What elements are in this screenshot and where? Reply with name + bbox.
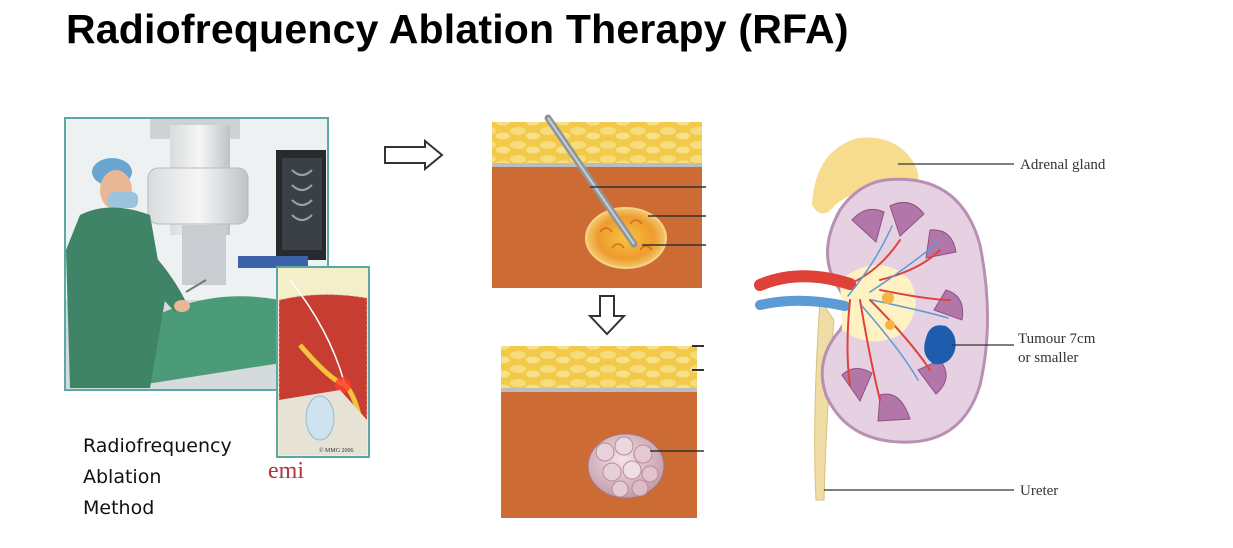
page-title: Radiofrequency Ablation Therapy (RFA) bbox=[66, 6, 849, 52]
down-arrow-icon bbox=[587, 295, 627, 336]
procedure-caption: Radiofrequency Ablation Method bbox=[83, 431, 232, 524]
surgeon-figure bbox=[66, 158, 190, 388]
adrenal-gland bbox=[812, 137, 919, 214]
copyright-stamp: © MMG 2006 bbox=[319, 447, 354, 454]
needle-inset-image: © MMG 2006 bbox=[276, 266, 370, 458]
caption-line: Radiofrequency bbox=[83, 435, 232, 457]
label-adrenal-gland: Adrenal gland bbox=[1020, 157, 1106, 173]
kidney-diagram: Adrenal gland Tumour 7cm or smaller Uret… bbox=[754, 137, 1106, 501]
tissue-panel-ablation bbox=[492, 114, 706, 288]
right-arrow-icon bbox=[384, 138, 444, 172]
label-tumour-size: Tumour 7cm bbox=[1018, 331, 1096, 347]
label-tumour-qualifier: or smaller bbox=[1018, 350, 1078, 366]
label-ureter: Ureter bbox=[1020, 483, 1058, 499]
tumour bbox=[924, 325, 956, 365]
ablated-nodule bbox=[587, 433, 665, 499]
renal-vessels bbox=[754, 225, 951, 401]
logo-fragment: emi bbox=[268, 458, 304, 484]
tissue-panel-result bbox=[501, 345, 704, 518]
caption-line: Method bbox=[83, 497, 155, 519]
caption-line: Ablation bbox=[83, 466, 162, 488]
monitor-icon bbox=[276, 150, 326, 260]
